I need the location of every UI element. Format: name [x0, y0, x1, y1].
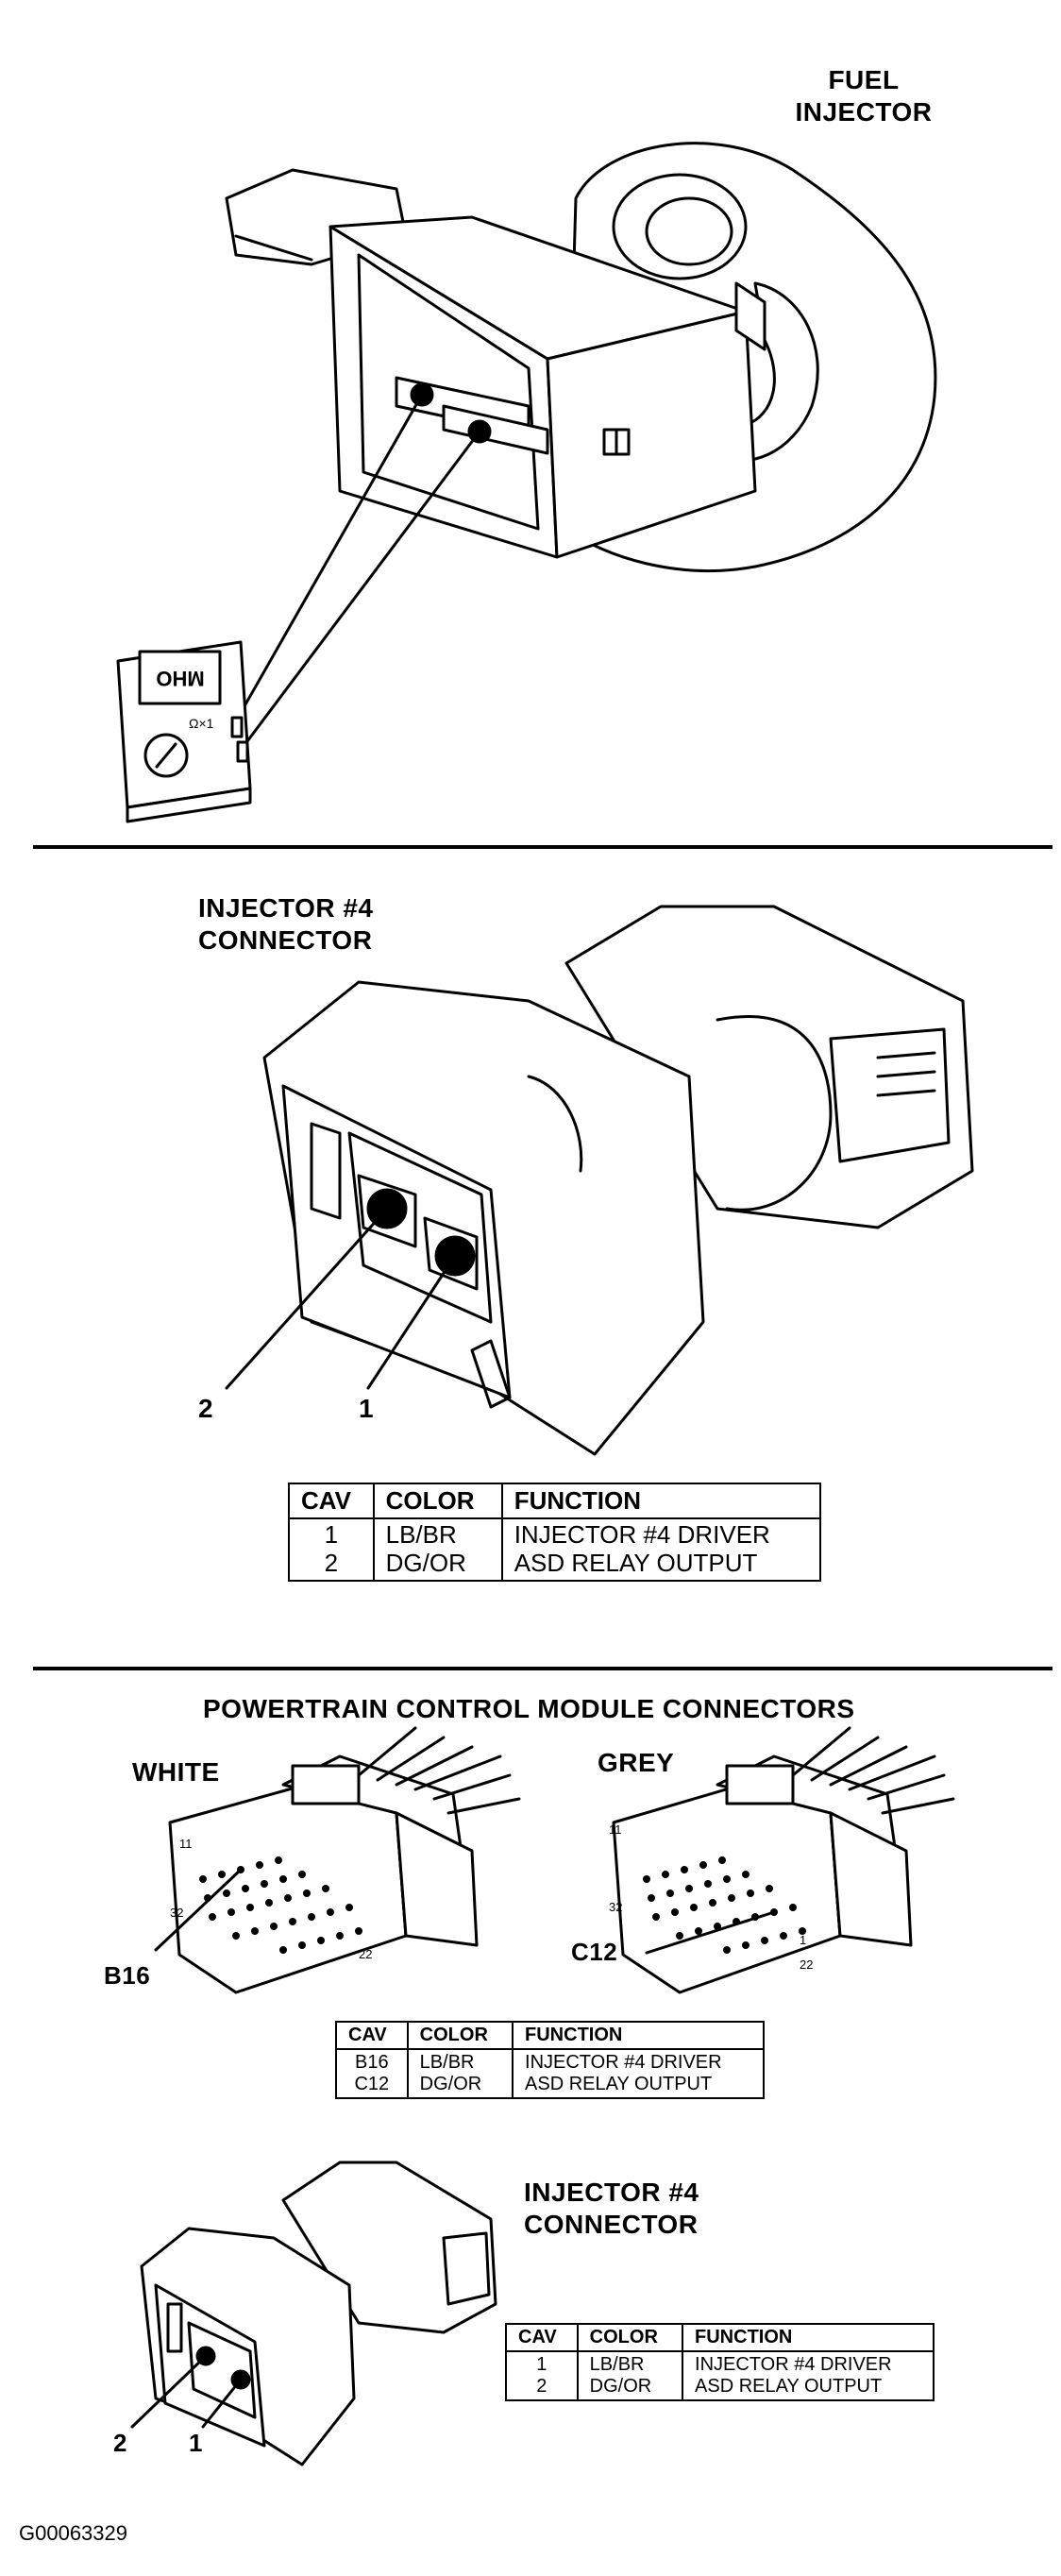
- small-injector-connector-drawing: [130, 2161, 497, 2466]
- ohmmeter-drawing: [116, 640, 252, 823]
- column-header-cav: CAV: [288, 1483, 375, 1519]
- fuel-injector-title: FUEL INJECTOR: [788, 64, 939, 128]
- cav-value: C12: [354, 2074, 390, 2094]
- grey-pin-number-1: 1: [800, 1933, 807, 1947]
- pcm-cavity-table: CAV COLOR FUNCTION B16 C12 LB/BR DG/OR I…: [335, 2021, 765, 2099]
- table-header-row: CAV COLOR FUNCTION: [335, 2021, 765, 2050]
- function-value: INJECTOR #4 DRIVER: [695, 2354, 892, 2375]
- table-row: B16 C12 LB/BR DG/OR INJECTOR #4 DRIVER A…: [335, 2048, 765, 2099]
- color-value: DG/OR: [589, 2376, 652, 2397]
- column-header-color: COLOR: [372, 1483, 503, 1519]
- column-header-function: FUNCTION: [500, 1483, 822, 1519]
- injector-cavity-table: CAV COLOR FUNCTION 1 2 LB/BR DG/OR INJEC…: [288, 1483, 822, 1582]
- figure-id: G00063329: [19, 2521, 127, 2545]
- cav-value: B16: [355, 2052, 389, 2073]
- fuel-injector-title-line2: INJECTOR: [795, 97, 933, 127]
- function-value: ASD RELAY OUTPUT: [525, 2074, 713, 2094]
- pcm-connectors-title: POWERTRAIN CONTROL MODULE CONNECTORS: [203, 1694, 855, 1723]
- color-cell: LB/BR DG/OR: [406, 2048, 514, 2099]
- color-cell: LB/BR DG/OR: [576, 2350, 684, 2401]
- injector-connector-title-line2: CONNECTOR: [198, 925, 373, 955]
- column-header-cav: CAV: [505, 2323, 579, 2352]
- grey-pin-number-32: 32: [609, 1900, 623, 1914]
- color-cell: LB/BR DG/OR: [372, 1517, 503, 1582]
- function-value: ASD RELAY OUTPUT: [695, 2376, 883, 2397]
- injector-connector-title-line1: INJECTOR #4: [198, 893, 374, 923]
- grey-pin-number-22: 22: [800, 1957, 814, 1972]
- small-pin-label-1: 1: [189, 2429, 203, 2457]
- color-value: LB/BR: [385, 1520, 457, 1549]
- column-header-cav: CAV: [335, 2021, 409, 2050]
- function-value: ASD RELAY OUTPUT: [514, 1548, 758, 1577]
- pin-label-1: 1: [359, 1394, 375, 1423]
- column-header-color: COLOR: [576, 2323, 684, 2352]
- color-value: DG/OR: [385, 1548, 466, 1577]
- pin-label-2: 2: [198, 1394, 214, 1423]
- cav-cell: 1 2: [288, 1517, 375, 1582]
- small-injector-title-line1: INJECTOR #4: [524, 2178, 699, 2207]
- cav-value: 2: [324, 1548, 339, 1577]
- small-injector-title-line2: CONNECTOR: [524, 2210, 699, 2239]
- section-divider-2: [33, 1667, 1053, 1670]
- cav-cell: B16 C12: [335, 2048, 409, 2099]
- table-header-row: CAV COLOR FUNCTION: [505, 2323, 935, 2352]
- function-cell: INJECTOR #4 DRIVER ASD RELAY OUTPUT: [512, 2048, 765, 2099]
- injector-connector-drawing: [225, 905, 974, 1456]
- color-value: DG/OR: [419, 2074, 482, 2094]
- injector-connector-title: INJECTOR #4 CONNECTOR: [198, 892, 374, 957]
- white-pcm-connector-drawing: [154, 1726, 521, 1994]
- c12-pin-label: C12: [571, 1938, 618, 1966]
- grey-pcm-connector-drawing: [612, 1726, 955, 1994]
- grey-pin-number-11: 11: [609, 1822, 622, 1837]
- column-header-function: FUNCTION: [512, 2021, 765, 2050]
- color-value: LB/BR: [589, 2354, 645, 2375]
- small-injector-connector-title: INJECTOR #4 CONNECTOR: [524, 2177, 699, 2241]
- small-pin-label-2: 2: [113, 2429, 127, 2457]
- fuel-injector-title-line1: FUEL: [828, 65, 900, 94]
- column-header-color: COLOR: [406, 2021, 514, 2050]
- table-row: 1 2 LB/BR DG/OR INJECTOR #4 DRIVER ASD R…: [288, 1517, 822, 1582]
- ohmmeter-display: OHM: [156, 667, 205, 690]
- cav-value: 1: [536, 2354, 547, 2375]
- section-divider-1: [33, 845, 1053, 849]
- fuel-injector-drawing: [225, 142, 937, 743]
- function-value: INJECTOR #4 DRIVER: [514, 1520, 770, 1549]
- cav-value: 2: [536, 2376, 547, 2397]
- function-cell: INJECTOR #4 DRIVER ASD RELAY OUTPUT: [500, 1517, 822, 1582]
- color-value: LB/BR: [419, 2052, 475, 2073]
- table-header-row: CAV COLOR FUNCTION: [288, 1483, 822, 1519]
- white-connector-label: WHITE: [132, 1757, 220, 1787]
- white-pin-number-11: 11: [179, 1837, 193, 1851]
- table-row: 1 2 LB/BR DG/OR INJECTOR #4 DRIVER ASD R…: [505, 2350, 935, 2401]
- white-pin-number-32: 32: [170, 1906, 184, 1920]
- ohmmeter-dial-label: Ω×1: [189, 716, 214, 731]
- function-cell: INJECTOR #4 DRIVER ASD RELAY OUTPUT: [682, 2350, 935, 2401]
- function-value: INJECTOR #4 DRIVER: [525, 2052, 722, 2073]
- cav-value: 1: [324, 1520, 339, 1549]
- column-header-function: FUNCTION: [682, 2323, 935, 2352]
- white-pin-number-22: 22: [359, 1947, 373, 1961]
- cav-cell: 1 2: [505, 2350, 579, 2401]
- small-injector-cavity-table: CAV COLOR FUNCTION 1 2 LB/BR DG/OR INJEC…: [505, 2323, 935, 2401]
- grey-connector-label: GREY: [598, 1748, 675, 1777]
- b16-pin-label: B16: [104, 1961, 151, 1990]
